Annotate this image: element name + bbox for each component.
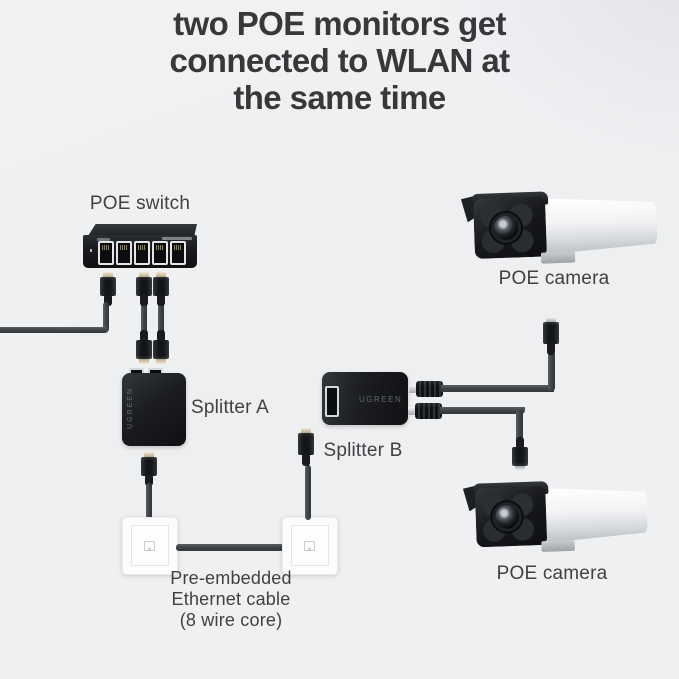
- rj45-connector-uplink: [100, 272, 116, 306]
- uplink-cable-vertical: [103, 302, 109, 332]
- poe-camera-top: [459, 183, 662, 272]
- cable-bottom-cam-horizontal: [440, 407, 525, 414]
- cable-bottom-cam-vertical: [516, 410, 523, 441]
- barrel-connector-bottom-cam: [408, 403, 442, 419]
- cable-plate-to-splitter-b: [305, 465, 311, 520]
- switch-model-marking: [162, 237, 192, 240]
- wall-jack-icon: [144, 541, 155, 551]
- poe-camera-bottom-label: POE camera: [496, 563, 608, 584]
- title-line-1: two POE monitors get: [173, 5, 506, 42]
- title-line-3: the same time: [233, 79, 446, 116]
- camera-mount: [541, 540, 575, 552]
- poe-switch-device: [83, 235, 197, 268]
- wall-plate-right: [282, 517, 338, 575]
- ethernet-port-1: [98, 241, 114, 265]
- camera-mount: [540, 251, 576, 264]
- barrel-connector-top-cam: [409, 381, 443, 397]
- pre-embedded-label: Pre-embedded Ethernet cable (8 wire core…: [170, 568, 292, 630]
- rj45-connector-splitter-a-down: [141, 452, 157, 486]
- patch-cable-1: [141, 300, 147, 336]
- switch-led-indicator: [90, 249, 92, 252]
- splitter-a-brand: UGREEN: [127, 387, 134, 429]
- rj45-connector-splitter-b-in: [298, 428, 314, 466]
- rj45-connector-top-camera: [543, 317, 559, 355]
- splitter-a-label: Splitter A: [190, 397, 270, 418]
- camera-body: [544, 195, 658, 255]
- cable-splitter-a-to-plate: [146, 483, 152, 520]
- cable-top-cam-horizontal: [441, 385, 554, 392]
- rj45-connector-patch2-bottom: [153, 330, 169, 364]
- title-line-2: connected to WLAN at: [169, 42, 511, 79]
- switch-brand-marking: [97, 238, 110, 241]
- camera-body: [544, 485, 648, 543]
- splitter-b-brand: UGREEN: [359, 395, 403, 404]
- poe-switch-label: POE switch: [89, 193, 191, 214]
- splitter-b-jack: [325, 386, 339, 417]
- cable-top-cam-vertical: [548, 352, 555, 391]
- splitter-b-device: UGREEN: [322, 372, 408, 425]
- poe-switch-top-face: [88, 224, 197, 236]
- wall-plate-left: [122, 517, 178, 575]
- uplink-cable-horizontal: [0, 327, 108, 333]
- switch-port-row: [98, 241, 186, 265]
- rj45-connector-bottom-camera: [512, 437, 528, 471]
- ethernet-port-5: [170, 241, 186, 265]
- wall-jack-icon: [304, 541, 315, 551]
- rj45-connector-patch1-top: [136, 272, 152, 306]
- ethernet-port-3: [134, 241, 150, 265]
- rj45-connector-patch2-top: [153, 272, 169, 306]
- ethernet-port-2: [116, 241, 132, 265]
- ethernet-port-4: [152, 241, 168, 265]
- splitter-a-device: UGREEN: [122, 373, 186, 446]
- rj45-connector-patch1-bottom: [136, 330, 152, 364]
- patch-cable-2: [158, 300, 164, 336]
- pre-embedded-cable: [176, 544, 284, 551]
- splitter-b-label: Splitter B: [323, 440, 403, 461]
- page-title: two POE monitors get connected to WLAN a…: [0, 5, 679, 116]
- poe-camera-top-label: POE camera: [498, 268, 610, 289]
- poe-camera-bottom: [461, 472, 660, 559]
